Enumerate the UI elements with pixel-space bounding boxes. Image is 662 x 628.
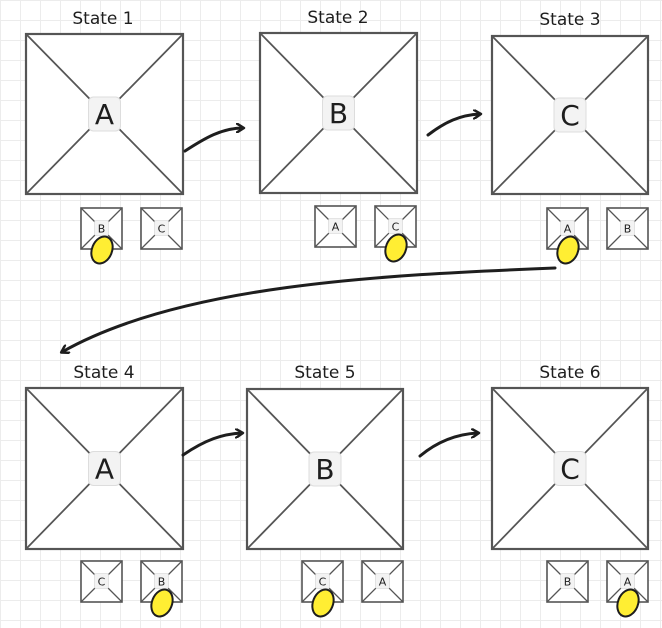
main-label-tile — [308, 451, 342, 487]
thumbnail-label: C — [158, 223, 166, 236]
state-2-thumbnail-1: A — [314, 205, 357, 248]
state-3-main-box: C — [490, 34, 650, 196]
arrow-state5-to-state6 — [418, 433, 478, 458]
thumbnail-label: C — [319, 576, 327, 589]
state-5-thumbnail-1: C — [301, 560, 344, 618]
arrow-state1-to-state2 — [183, 128, 243, 153]
main-label-tile — [88, 96, 121, 132]
state-4-title: State 4 — [73, 363, 134, 383]
selection-highlight-marker — [384, 233, 408, 263]
state-4-main-label: A — [95, 453, 114, 486]
selection-highlight-marker — [90, 235, 114, 265]
state-5-title: State 5 — [294, 363, 355, 383]
state-6-thumbnail-2: A — [606, 560, 649, 618]
arrow-state3-to-state4 — [62, 266, 557, 352]
thumbnail-label: B — [564, 576, 572, 589]
main-label-tile — [553, 451, 587, 486]
state-3-title: State 3 — [539, 10, 600, 30]
thumbnail-label: A — [379, 576, 387, 589]
state-3-main-label: C — [560, 99, 580, 132]
state-2-main-box: B — [258, 31, 419, 195]
state-1-main-box: A — [24, 32, 185, 196]
main-label-tile — [322, 95, 355, 131]
main-label-tile — [88, 451, 121, 486]
state-5-thumbnail-2: A — [361, 560, 404, 603]
main-label-tile — [553, 97, 587, 133]
state-3-thumbnail-1: A — [546, 207, 589, 265]
state-1-thumbnail-1: B — [80, 207, 123, 265]
state-2-main-label: B — [329, 97, 348, 130]
state-2-thumbnail-2: C — [374, 205, 417, 263]
state-1-main-label: A — [95, 98, 114, 131]
selection-highlight-marker — [556, 235, 580, 265]
selection-highlight-marker — [616, 588, 640, 618]
state-5-main-box: B — [245, 387, 405, 551]
arrow-state2-to-state3 — [426, 114, 480, 137]
thumbnail-label: A — [624, 576, 632, 589]
state-6-main-box: C — [490, 386, 650, 551]
selection-highlight-marker — [150, 588, 174, 618]
state-2-title: State 2 — [307, 8, 368, 28]
state-4-thumbnail-2: B — [140, 560, 183, 618]
thumbnail-label: C — [392, 221, 400, 234]
thumbnail-label: B — [98, 223, 106, 236]
thumbnail-label: C — [98, 576, 106, 589]
state-3-thumbnail-2: B — [606, 207, 649, 250]
state-6-title: State 6 — [539, 363, 600, 383]
state-4-thumbnail-1: C — [80, 560, 123, 603]
state-4-main-box: A — [24, 386, 185, 551]
state-1-thumbnail-2: C — [140, 207, 183, 250]
state-6-thumbnail-1: B — [546, 560, 589, 603]
state-1-title: State 1 — [72, 9, 133, 29]
thumbnail-label: B — [158, 576, 166, 589]
state-6-main-label: C — [560, 453, 580, 486]
thumbnail-label: A — [332, 221, 340, 234]
arrow-state4-to-state5 — [181, 433, 242, 457]
thumbnail-label: A — [564, 223, 572, 236]
selection-highlight-marker — [311, 588, 335, 618]
state-5-main-label: B — [315, 453, 334, 486]
thumbnail-label: B — [624, 223, 632, 236]
